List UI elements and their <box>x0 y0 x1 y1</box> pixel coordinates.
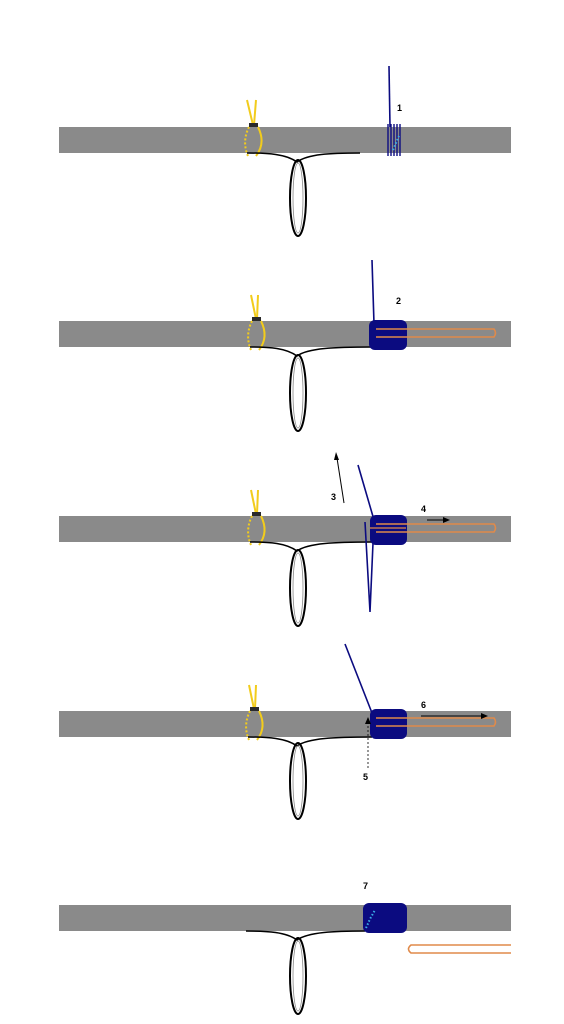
step-label-2: 2 <box>396 296 401 306</box>
panel-2: 2 <box>59 259 511 432</box>
removed-loop <box>407 944 511 954</box>
wrap-coils <box>387 65 401 156</box>
panel-4: 5 6 <box>59 643 511 820</box>
branch-loop <box>245 930 366 1015</box>
pull-arrow-up <box>334 452 345 504</box>
clip-device <box>369 259 497 350</box>
step-label-3: 3 <box>331 492 336 502</box>
step-label-1: 1 <box>397 103 402 113</box>
step-label-6: 6 <box>421 700 426 710</box>
vessel-bar <box>59 127 511 153</box>
panel-5: 7 <box>59 881 511 1015</box>
vessel-bar <box>59 711 511 737</box>
branch-loop <box>246 152 361 237</box>
pull-arrow-right <box>421 713 488 719</box>
clip-device <box>357 464 497 613</box>
branch-loop <box>249 346 373 432</box>
step-label-7: 7 <box>363 881 368 891</box>
vessel-bar <box>59 321 511 347</box>
panel-1: 1 <box>59 65 511 237</box>
branch-loop <box>247 736 373 820</box>
step-label-5: 5 <box>363 772 368 782</box>
clip-device <box>344 643 497 739</box>
pull-arrow-right <box>427 517 450 523</box>
clip-device <box>363 903 407 933</box>
step-label-4: 4 <box>421 504 426 514</box>
push-arrow-up <box>365 717 371 768</box>
branch-loop <box>249 541 373 627</box>
panel-3: 3 4 <box>59 452 511 627</box>
vessel-bar <box>59 905 511 931</box>
